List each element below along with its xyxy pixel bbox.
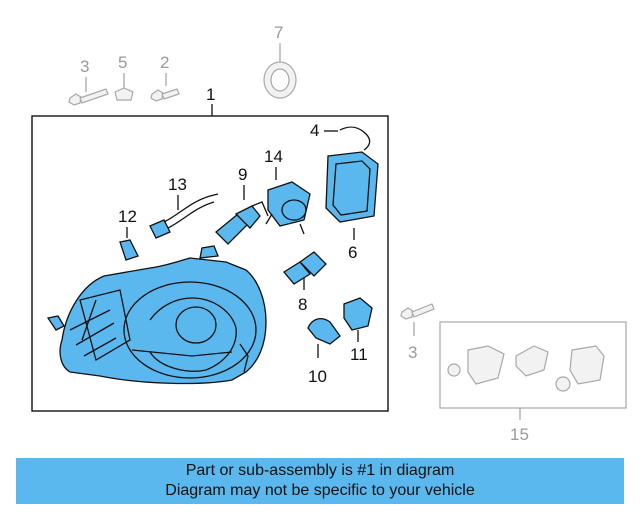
- item-6-cover: 6: [325, 151, 379, 262]
- banner-line-2: Diagram may not be specific to your vehi…: [165, 482, 475, 499]
- callout-4: 4: [310, 121, 319, 140]
- item-8-bulb: 8: [283, 251, 327, 314]
- item-10-bulb: 10: [307, 317, 341, 386]
- callout-6: 6: [348, 243, 357, 262]
- callout-9: 9: [238, 165, 247, 184]
- callout-8: 8: [298, 295, 307, 314]
- item-7-ring: 7: [263, 23, 297, 99]
- item-9-bulb: 9: [215, 165, 269, 245]
- item-3-screw-top: 3: [68, 57, 109, 106]
- callout-2: 2: [160, 53, 169, 72]
- callout-1: 1: [206, 85, 215, 104]
- banner-line-1: Part or sub-assembly is #1 in diagram: [185, 462, 455, 479]
- item-3-screw-right: 3: [400, 303, 435, 362]
- info-banner: Part or sub-assembly is #1 in diagram Di…: [16, 458, 624, 504]
- callout-5: 5: [118, 53, 127, 72]
- callout-14: 14: [264, 147, 283, 166]
- item-4-wire: 4: [310, 121, 371, 151]
- headlamp-housing: [46, 245, 267, 385]
- assembly-frame: [31, 115, 389, 412]
- callout-10: 10: [308, 367, 327, 386]
- callout-7: 7: [274, 23, 283, 42]
- parts-diagram: 3 5 2 7 1 12: [31, 23, 627, 444]
- item-13-socket: 13: [149, 175, 219, 239]
- callout-3-right: 3: [408, 343, 417, 362]
- item-2-bolt: 2: [150, 53, 180, 102]
- callout-15: 15: [510, 425, 529, 444]
- item-15-kit: 15: [439, 321, 627, 444]
- item-11-socket: 11: [343, 297, 373, 364]
- callout-13: 13: [168, 175, 187, 194]
- item-12-bulb: 12: [118, 207, 139, 261]
- callout-11: 11: [350, 345, 368, 364]
- callout-12: 12: [118, 207, 137, 226]
- item-5-clip: 5: [114, 53, 134, 101]
- item-14-bulb: 14: [264, 147, 311, 235]
- callout-3-top: 3: [80, 57, 89, 76]
